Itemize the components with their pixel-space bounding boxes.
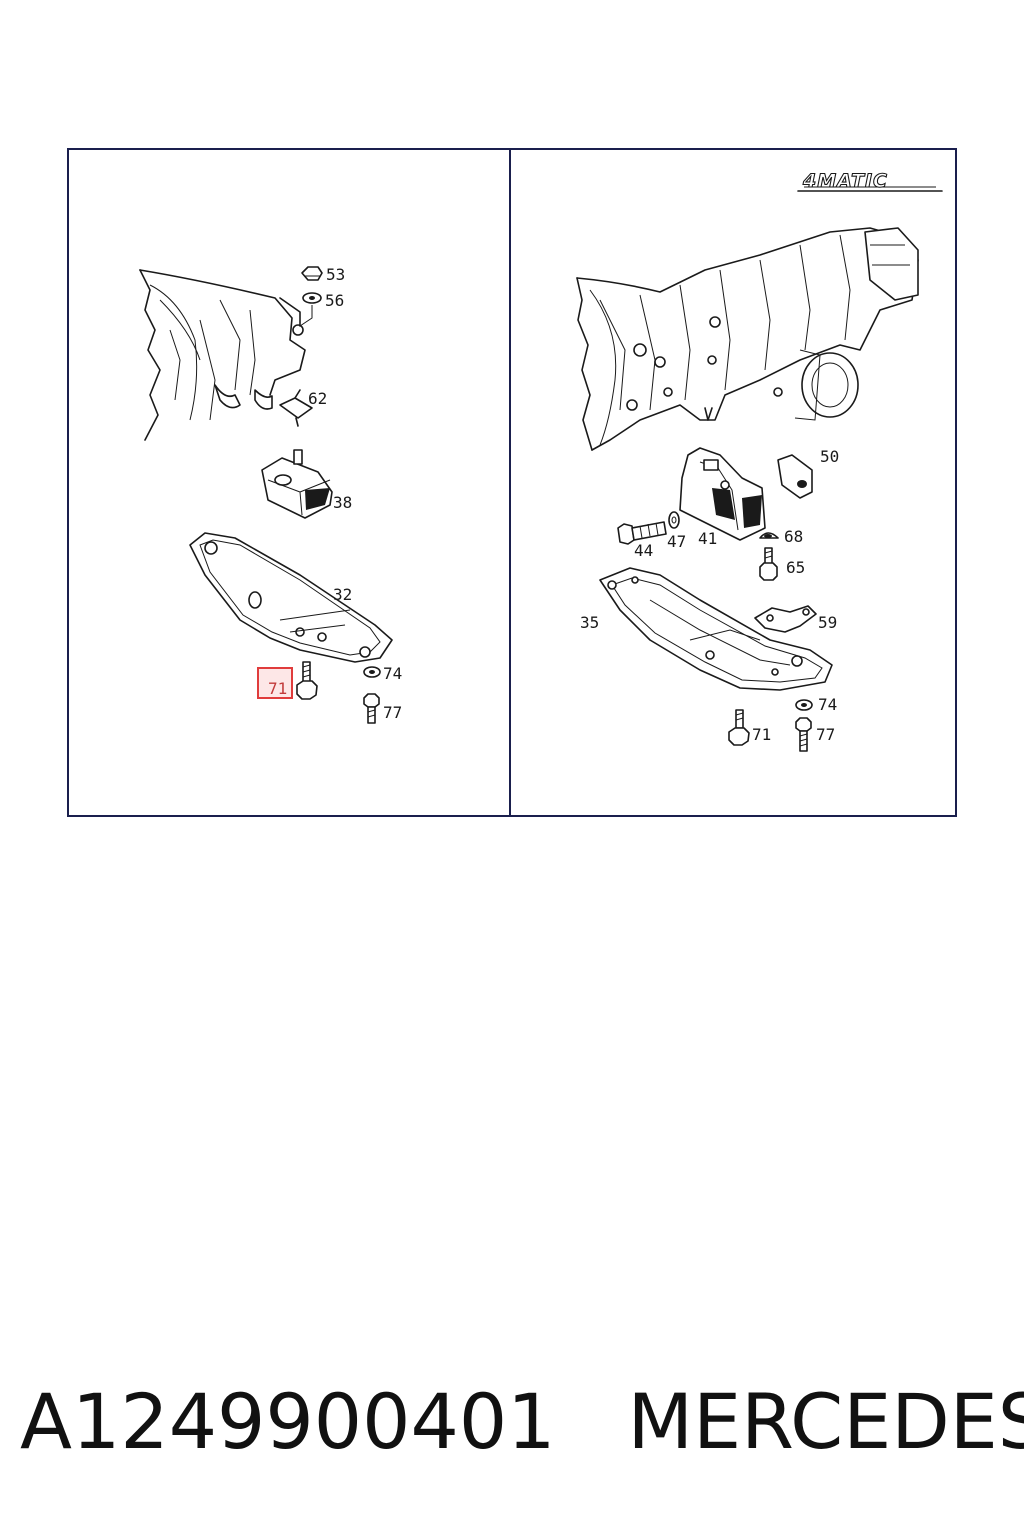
- callout-77-right: 77: [816, 725, 835, 744]
- callout-77: 77: [383, 703, 402, 722]
- nut-53: [301, 266, 323, 281]
- part-number: A1249900401: [20, 1377, 556, 1466]
- bolt-77-right: [795, 717, 812, 752]
- transmission-housing-right: [576, 227, 919, 451]
- crossmember-32: [189, 532, 393, 663]
- callout-53: 53: [326, 265, 345, 284]
- bracket-62: [279, 389, 313, 427]
- 4matic-badge: 4MATIC: [797, 169, 943, 193]
- left-panel: 53 56 62 38 32 74 71 77: [139, 265, 402, 724]
- mount-38: [261, 449, 333, 519]
- crossmember-35: [599, 567, 833, 691]
- washer-56: [299, 292, 322, 327]
- bolt-71-right: [728, 709, 750, 746]
- callout-71-right: 71: [752, 725, 771, 744]
- washer-47: [668, 511, 680, 529]
- callout-35: 35: [580, 613, 599, 632]
- transmission-housing-left: [139, 269, 306, 441]
- washer-74-right: [795, 699, 813, 711]
- washer-68: [759, 532, 779, 539]
- washer-74-left: [363, 666, 381, 678]
- caption: A1249900401 MERCEDES: [20, 1372, 1024, 1472]
- bracket-50: [777, 454, 813, 499]
- callout-74-right: 74: [818, 695, 837, 714]
- callout-50: 50: [820, 447, 839, 466]
- callout-41: 41: [698, 529, 717, 548]
- bolt-71-left: [296, 661, 318, 700]
- callout-71-highlighted[interactable]: 71: [268, 679, 287, 698]
- bolt-65: [759, 547, 778, 581]
- callout-68: 68: [784, 527, 803, 546]
- bolt-77-left: [363, 693, 380, 724]
- callout-44: 44: [634, 541, 653, 560]
- mount-41: [679, 447, 766, 541]
- bolt-44: [617, 521, 667, 545]
- callout-59: 59: [818, 613, 837, 632]
- callout-38: 38: [333, 493, 352, 512]
- parts-diagram: 53 56 62 38 32 74 71 77 4MATIC: [139, 149, 943, 816]
- right-panel: 4MATIC: [576, 169, 943, 752]
- callout-65: 65: [786, 558, 805, 577]
- highlight-box-71: [257, 667, 293, 699]
- callout-62: 62: [308, 389, 327, 408]
- callout-56: 56: [325, 291, 344, 310]
- callout-32: 32: [333, 585, 352, 604]
- diagram-frame: [67, 148, 957, 817]
- brand-name: MERCEDES: [627, 1377, 1024, 1466]
- 4matic-label: 4MATIC: [802, 170, 888, 192]
- plate-59: [754, 605, 817, 633]
- callout-74: 74: [383, 664, 402, 683]
- callout-47: 47: [667, 532, 686, 551]
